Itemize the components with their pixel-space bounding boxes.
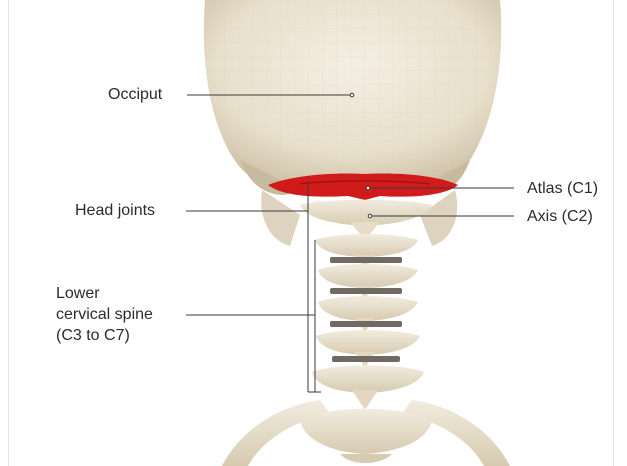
cervical-vertebrae: [300, 200, 432, 410]
atlas-label: Atlas (C1): [527, 178, 598, 199]
lower-spine-label-line3: (C3 to C7): [56, 325, 130, 346]
shoulder-girdle: [222, 400, 510, 466]
occiput-label: Occiput: [108, 84, 162, 105]
lower-spine-label-line1: Lower: [56, 283, 100, 304]
lower-spine-label-line2: cervical spine: [56, 304, 153, 325]
skull: [204, 0, 501, 195]
axis-label: Axis (C2): [527, 206, 593, 227]
head-joints-label: Head joints: [75, 200, 155, 221]
atlas-vertebra: [268, 173, 458, 200]
